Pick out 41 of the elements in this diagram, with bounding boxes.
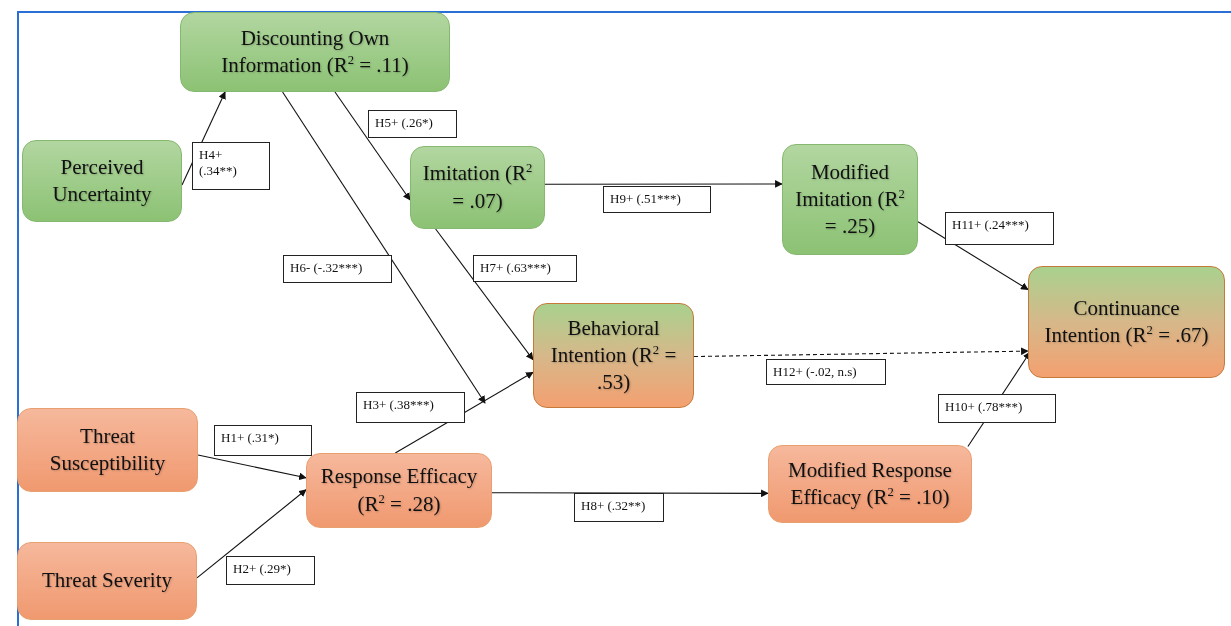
construct-label: Response Efficacy (R$^{2}$ = .28) <box>319 463 479 518</box>
construct-label: Perceived Uncertainty <box>51 153 153 208</box>
arrow <box>394 371 534 454</box>
construct-box <box>306 453 492 528</box>
arrow <box>334 91 411 201</box>
path-coefficient-label: H9+ (.51***) <box>603 186 711 213</box>
path-coefficient-label: H12+ (-.02, n.s) <box>766 359 886 386</box>
arrow <box>196 489 307 579</box>
dashed-arrow <box>693 347 1029 358</box>
construct-label: Threat Susceptibility <box>48 422 167 477</box>
path-coefficient-label: H5+ (.26*) <box>368 110 457 138</box>
construct-label: Modified Imitation (R$^{2}$ = .25) <box>794 158 906 241</box>
construct-label: Continuance Intention (R$^{2}$ = .67) <box>1043 294 1210 349</box>
construct-label: Discounting Own Information (R$^{2}$ = .11) <box>220 24 410 79</box>
construct-box <box>533 303 694 408</box>
path-coefficient-label: H7+ (.63***) <box>473 255 577 282</box>
arrow <box>917 221 1029 291</box>
path-coefficient-label: H11+ (.24***) <box>945 212 1054 245</box>
arrow <box>282 91 486 404</box>
path-coefficient-label: H3+ (.38***) <box>356 392 465 423</box>
construct-box <box>17 408 198 492</box>
path-coefficient-label: H10+ (.78***) <box>938 394 1056 423</box>
arrow <box>544 180 783 188</box>
construct-box <box>782 144 918 255</box>
construct-box <box>768 445 972 523</box>
construct-box <box>1028 266 1225 378</box>
construct-box <box>180 12 450 92</box>
path-coefficient-label: H6- (-.32***) <box>283 255 392 283</box>
path-coefficient-label: H4+ (.34**) <box>192 142 270 190</box>
arrow <box>435 228 534 361</box>
construct-box <box>17 542 197 620</box>
construct-label: Imitation (R$^{2}$ = .07) <box>421 160 534 215</box>
construct-label: Behavioral Intention (R$^{2}$ = .53) <box>549 314 678 397</box>
path-coefficient-label: H1+ (.31*) <box>214 425 312 456</box>
construct-label: Modified Response Efficacy (R$^{2}$ = .10) <box>787 456 953 511</box>
construct-box <box>410 146 545 229</box>
arrow <box>197 454 307 481</box>
construct-label: Threat Severity <box>42 567 172 595</box>
path-coefficient-label: H2+ (.29*) <box>226 556 315 585</box>
construct-box <box>22 140 182 222</box>
path-coefficient-label: H8+ (.32**) <box>574 493 664 522</box>
